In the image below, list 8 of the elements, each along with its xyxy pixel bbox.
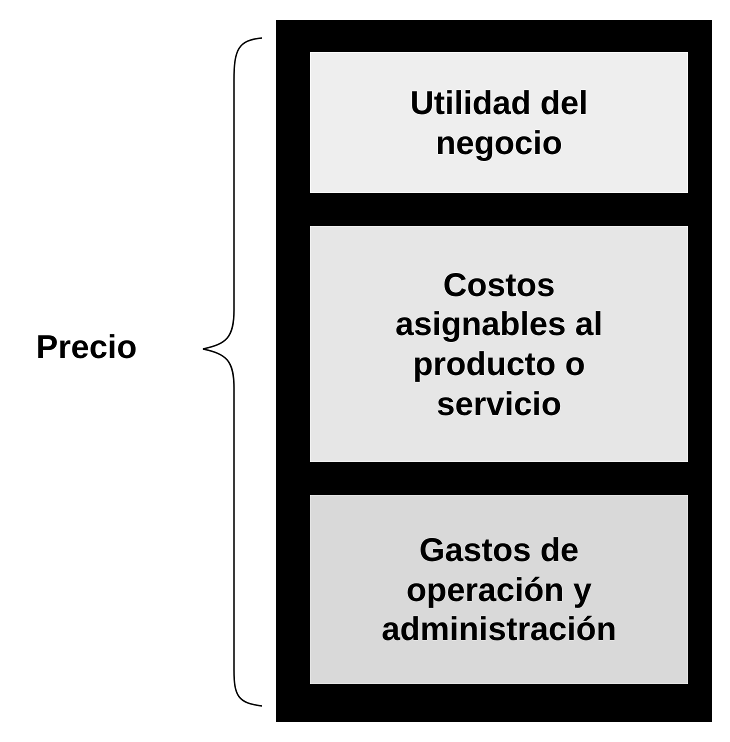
text-box	[310, 52, 688, 193]
brace-label: Precio	[36, 328, 137, 366]
text-box	[310, 495, 688, 684]
box-label: Costos asignables al producto o servicio	[394, 264, 604, 424]
panel-background	[276, 20, 712, 722]
text-box	[310, 226, 688, 462]
box-label: Gastos de operación y administración	[380, 530, 618, 649]
box-label: Utilidad del negocio	[409, 82, 589, 162]
